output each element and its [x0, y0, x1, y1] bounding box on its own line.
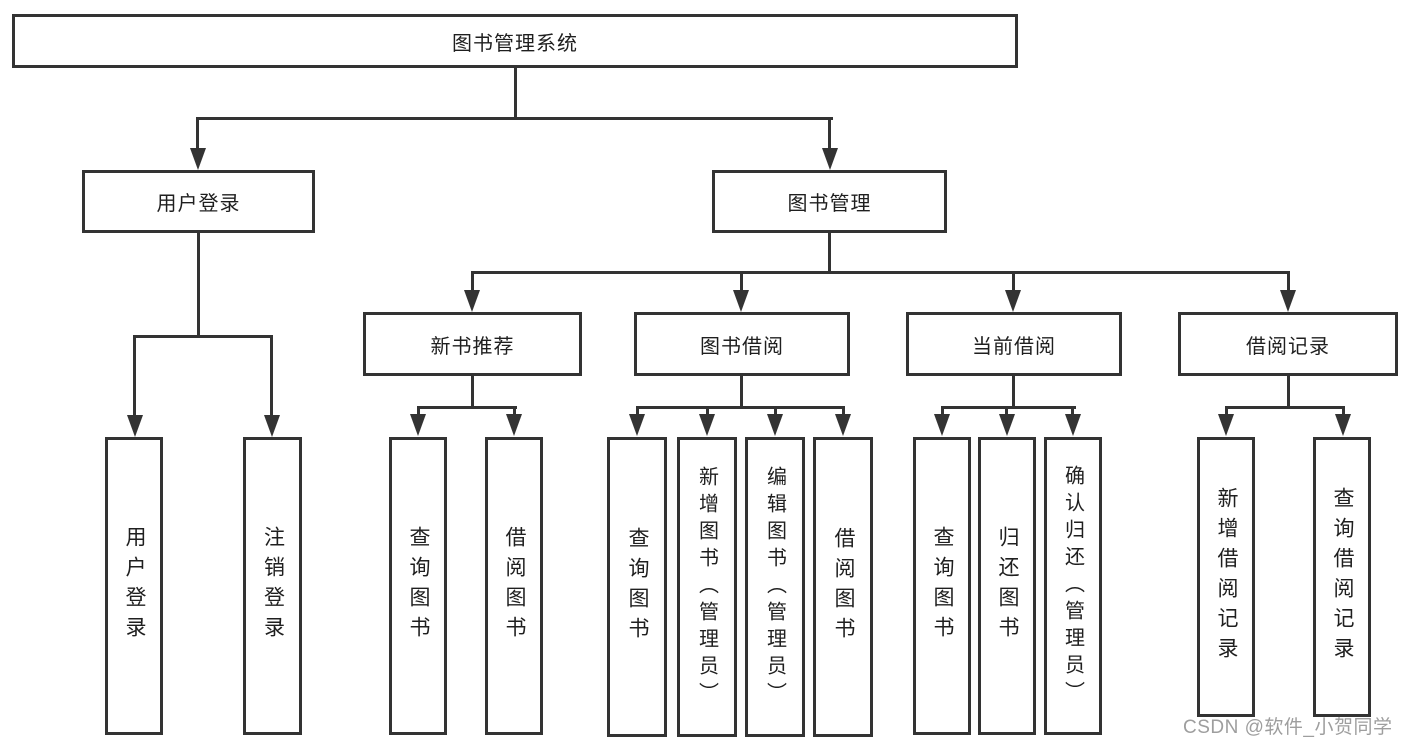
- arrowhead-down-icon: [629, 414, 645, 436]
- node-confirm-return-admin: 确认归还（管理员）: [1044, 437, 1102, 735]
- node-label: 图书管理系统: [452, 32, 578, 55]
- connector-drop: [1071, 406, 1074, 416]
- connector-new-book-stem: [471, 376, 474, 406]
- arrowhead-down-icon: [1005, 290, 1021, 312]
- node-library-management-system: 图书管理系统: [12, 14, 1018, 68]
- node-label: 查询图书: [626, 527, 649, 647]
- node-return-books: 归还图书: [978, 437, 1036, 735]
- connector-drop-user-login: [196, 117, 199, 150]
- node-query-books-recommend: 查询图书: [389, 437, 447, 735]
- connector-drop: [842, 406, 845, 416]
- node-query-borrow-record: 查询借阅记录: [1313, 437, 1371, 717]
- node-add-borrow-record: 新增借阅记录: [1197, 437, 1255, 717]
- node-new-book-recommendation: 新书推荐: [363, 312, 582, 376]
- arrowhead-down-icon: [1335, 414, 1351, 436]
- node-borrow-books-leaf: 借阅图书: [813, 437, 873, 737]
- arrowhead-down-icon: [1280, 290, 1296, 312]
- arrowhead-down-icon: [767, 414, 783, 436]
- connector-drop: [513, 406, 516, 416]
- arrowhead-down-icon: [1218, 414, 1234, 436]
- arrowhead-down-icon: [190, 148, 206, 170]
- arrowhead-down-icon: [506, 414, 522, 436]
- arrowhead-down-icon: [127, 415, 143, 437]
- node-label: 编辑图书（管理员）: [763, 465, 786, 709]
- connector-drop-current-borrow: [1012, 271, 1015, 292]
- node-user-login-leaf: 用户登录: [105, 437, 163, 735]
- node-edit-books-admin: 编辑图书（管理员）: [745, 437, 805, 737]
- node-label: 借阅记录: [1246, 335, 1330, 358]
- node-borrowing-records: 借阅记录: [1178, 312, 1398, 376]
- connector-drop-book-management: [828, 117, 831, 150]
- node-label: 借阅图书: [832, 527, 855, 647]
- node-borrow-books-recommend: 借阅图书: [485, 437, 543, 735]
- connector-drop-borrow-record: [1287, 271, 1290, 292]
- node-label: 用户登录: [123, 526, 146, 646]
- arrowhead-down-icon: [1065, 414, 1081, 436]
- node-logout-leaf: 注销登录: [243, 437, 302, 735]
- arrowhead-down-icon: [264, 415, 280, 437]
- connector-drop: [941, 406, 944, 416]
- arrowhead-down-icon: [822, 148, 838, 170]
- watermark-text: CSDN @软件_小贺同学: [1183, 717, 1393, 738]
- node-label: 图书借阅: [700, 335, 784, 358]
- connector-root-stem: [514, 68, 517, 117]
- node-label: 新增图书（管理员）: [695, 465, 718, 709]
- node-label: 查询借阅记录: [1331, 487, 1354, 667]
- node-label: 当前借阅: [972, 335, 1056, 358]
- node-label: 图书管理: [787, 193, 872, 215]
- connector-borrow-record-stem: [1287, 376, 1290, 406]
- arrowhead-down-icon: [699, 414, 715, 436]
- arrowhead-down-icon: [733, 290, 749, 312]
- arrowhead-down-icon: [464, 290, 480, 312]
- connector-borrow-record-branch: [1225, 406, 1345, 409]
- arrowhead-down-icon: [835, 414, 851, 436]
- connector-new-book-branch: [417, 406, 517, 409]
- connector-user-login-branch: [133, 335, 273, 338]
- node-current-borrowing: 当前借阅: [906, 312, 1122, 376]
- connector-drop-new-book: [471, 271, 474, 292]
- node-label: 注销登录: [261, 526, 285, 646]
- connector-drop: [1225, 406, 1228, 416]
- node-query-books-borrow: 查询图书: [607, 437, 667, 737]
- arrowhead-down-icon: [410, 414, 426, 436]
- connector-book-borrow-stem: [740, 376, 743, 406]
- connector-drop: [417, 406, 420, 416]
- connector-drop: [706, 406, 709, 416]
- node-label: 查询图书: [407, 526, 430, 646]
- node-user-login: 用户登录: [82, 170, 315, 233]
- connector-book-borrow-branch: [636, 406, 845, 409]
- connector-root-branch: [196, 117, 833, 120]
- connector-drop: [1005, 406, 1008, 416]
- connector-drop-book-borrow: [740, 271, 743, 292]
- arrowhead-down-icon: [934, 414, 950, 436]
- connector-book-management-branch: [471, 271, 1290, 274]
- node-book-management: 图书管理: [712, 170, 947, 233]
- connector-drop: [1342, 406, 1345, 416]
- arrowhead-down-icon: [999, 414, 1015, 436]
- node-query-books-current: 查询图书: [913, 437, 971, 735]
- connector-current-borrow-stem: [1012, 376, 1015, 406]
- connector-drop-login-leaf: [133, 335, 136, 417]
- node-label: 查询图书: [931, 526, 954, 646]
- node-label: 新书推荐: [430, 335, 515, 358]
- node-add-books-admin: 新增图书（管理员）: [677, 437, 737, 737]
- connector-drop: [636, 406, 639, 416]
- connector-drop: [774, 406, 777, 416]
- connector-current-borrow-branch: [941, 406, 1076, 409]
- node-label: 借阅图书: [503, 526, 526, 646]
- node-label: 归还图书: [996, 526, 1019, 646]
- connector-book-management-stem: [828, 233, 831, 271]
- node-book-borrowing: 图书借阅: [634, 312, 850, 376]
- connector-drop-logout-leaf: [270, 335, 273, 417]
- connector-user-login-stem: [197, 233, 200, 335]
- node-label: 用户登录: [156, 193, 241, 215]
- node-label: 确认归还（管理员）: [1061, 464, 1084, 708]
- node-label: 新增借阅记录: [1215, 487, 1238, 667]
